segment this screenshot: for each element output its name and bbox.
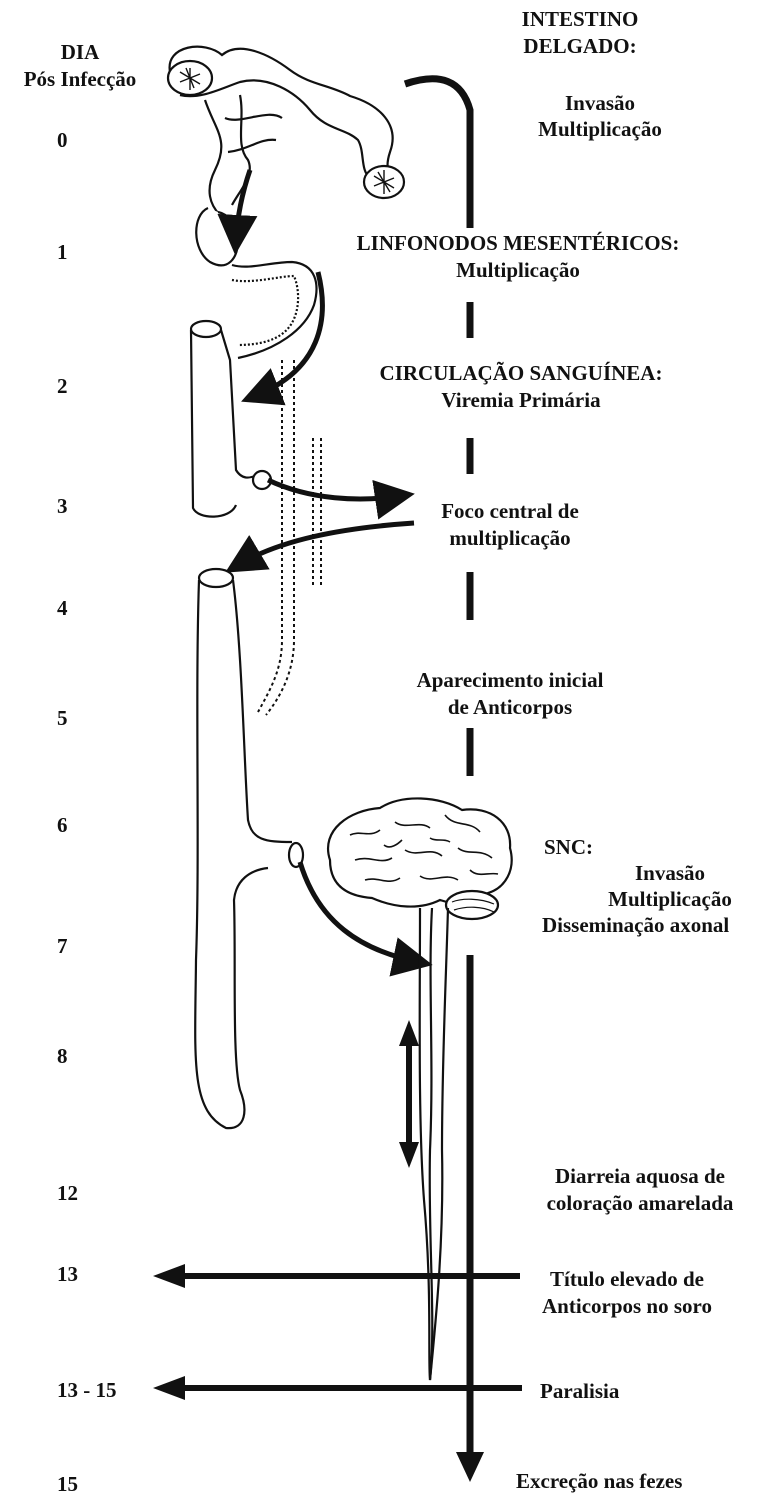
intestino-title: INTESTINO: [510, 6, 650, 32]
header-pos-infeccao: Pós Infecção: [10, 66, 150, 92]
anticorpos-label: Aparecimento inicial: [390, 667, 630, 693]
paralisia-label: Paralisia: [540, 1378, 619, 1404]
day-label: 12: [57, 1181, 78, 1206]
foco-central: multiplicação: [420, 525, 600, 551]
to-foco-arrow: [268, 480, 400, 499]
day-label: 4: [57, 596, 68, 621]
day-label: 1: [57, 240, 68, 265]
day-label: 2: [57, 374, 68, 399]
snc-disseminacao: Disseminação axonal: [542, 912, 729, 938]
intestine-to-node-arrow: [236, 170, 250, 240]
titulo-label: Título elevado de: [522, 1266, 732, 1292]
from-foco-arrow: [238, 523, 414, 565]
day-label: 3: [57, 494, 68, 519]
node-to-vessel-arrow: [255, 272, 322, 396]
circulacao-title: CIRCULAÇÃO SANGUÍNEA:: [356, 360, 686, 386]
intestino-title: DELGADO:: [510, 33, 650, 59]
intestino-invasao: Invasão: [520, 90, 680, 116]
diarreia-label: Diarreia aquosa de: [530, 1163, 750, 1189]
foco-central: Foco central de: [420, 498, 600, 524]
circulacao-viremia: Viremia Primária: [356, 387, 686, 413]
snc-invasao: Invasão: [560, 860, 778, 886]
day-label: 5: [57, 706, 68, 731]
snc-multiplicacao: Multiplicação: [560, 886, 778, 912]
anticorpos-label: de Anticorpos: [390, 694, 630, 720]
snc-title: SNC:: [544, 834, 593, 860]
day-label: 0: [57, 128, 68, 153]
short-vessel: [191, 321, 271, 517]
excrecao-label: Excreção nas fezes: [516, 1468, 682, 1494]
day-label: 13: [57, 1262, 78, 1287]
day-label: 7: [57, 934, 68, 959]
titulo-label: Anticorpos no soro: [522, 1293, 732, 1319]
diarreia-label: coloração amarelada: [530, 1190, 750, 1216]
long-vessel: [195, 569, 303, 1128]
brain-illustration: [328, 798, 512, 1380]
day-label: 8: [57, 1044, 68, 1069]
day-label: 15: [57, 1472, 78, 1497]
day-label: 13 - 15: [57, 1378, 117, 1403]
timeline-line: [405, 79, 470, 1456]
header-dia: DIA: [40, 39, 120, 65]
linfonodos-multiplicacao: Multiplicação: [338, 257, 698, 283]
linfonodos-title: LINFONODOS MESENTÉRICOS:: [338, 230, 698, 256]
timeline-arrowhead: [456, 1452, 484, 1482]
double-arrow: [399, 1020, 419, 1168]
intestine-illustration: [168, 47, 404, 358]
intestino-multiplicacao: Multiplicação: [520, 116, 680, 142]
day-label: 6: [57, 813, 68, 838]
